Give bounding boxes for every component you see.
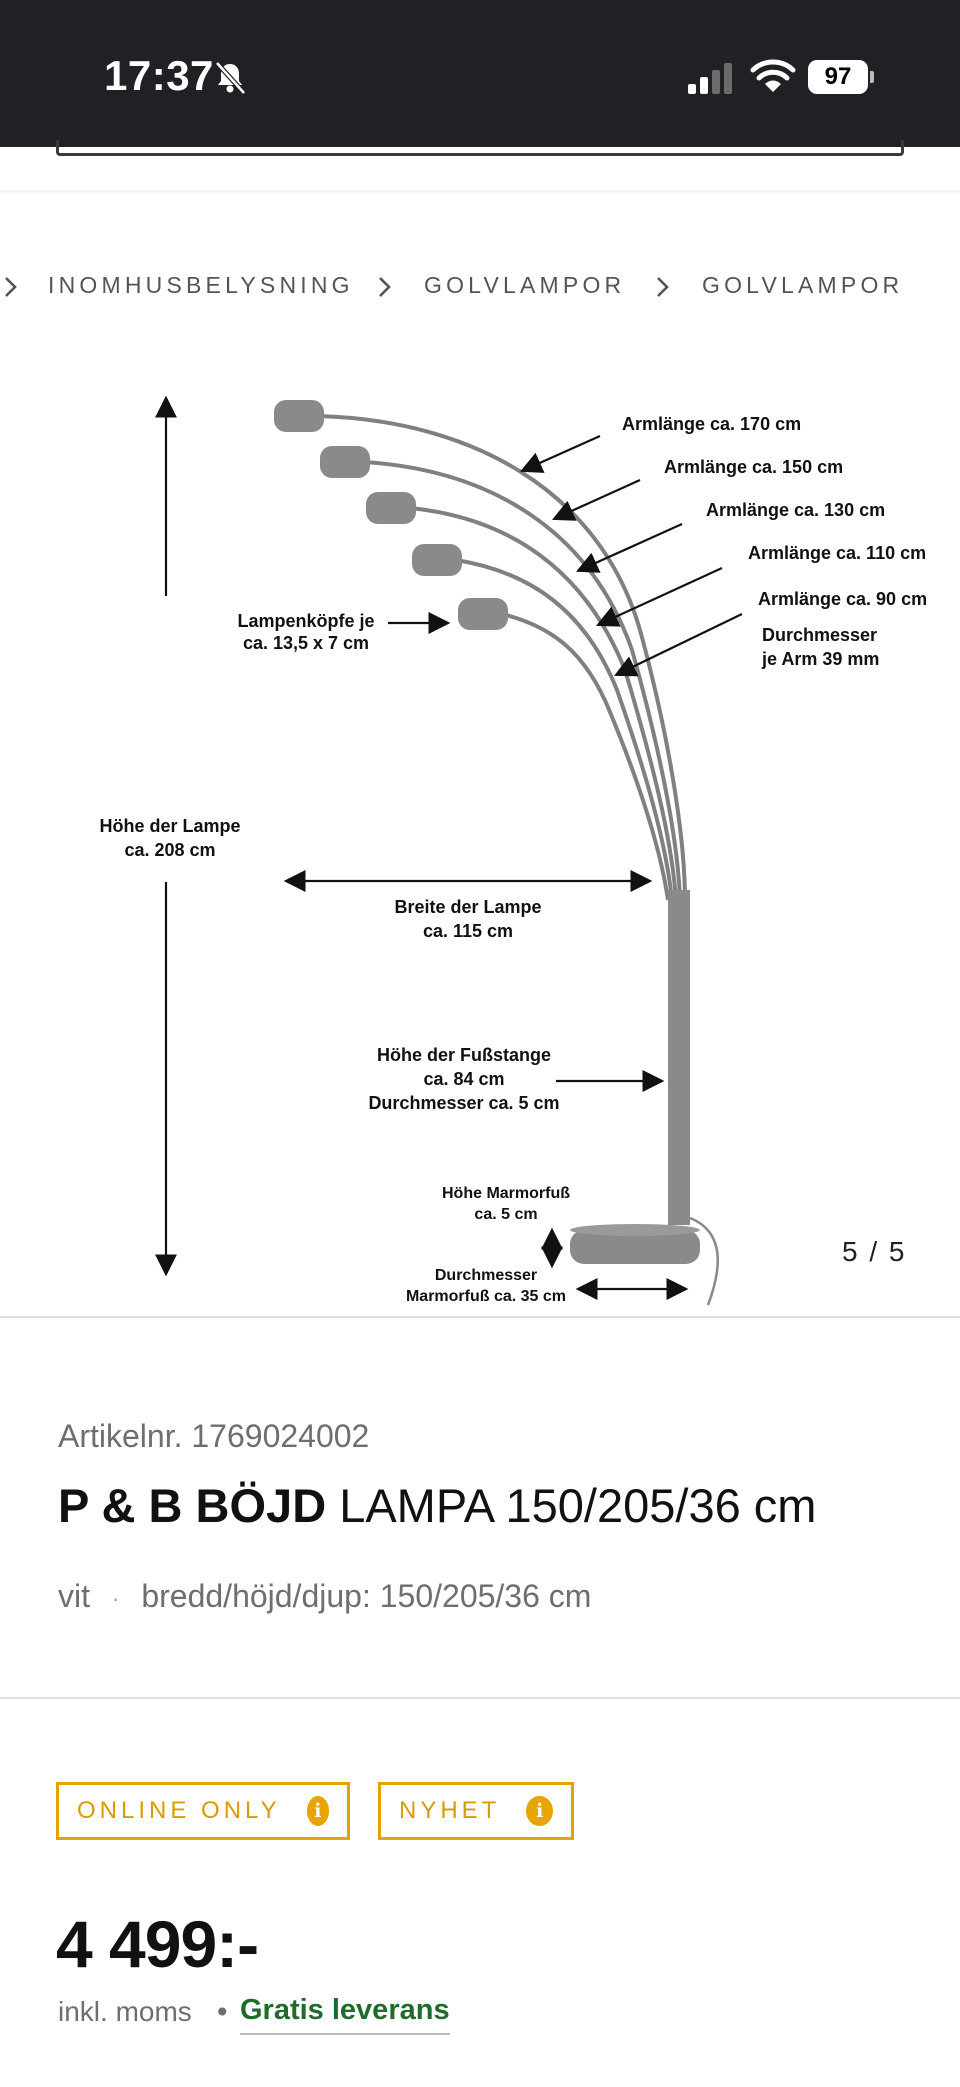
breadcrumb-item-inomhusbelysning[interactable]: INOMHUSBELYSNING <box>48 272 354 298</box>
info-icon[interactable]: i <box>526 1796 553 1826</box>
label-base-height-2: ca. 5 cm <box>474 1206 537 1223</box>
lamp-dimension-drawing: Armlänge ca. 170 cm Armlänge ca. 150 cm … <box>99 395 927 1306</box>
product-name: LAMPA 150/205/36 cm <box>326 1479 817 1532</box>
free-delivery-link[interactable]: Gratis leverans <box>240 1994 450 2035</box>
label-arm-170: Armlänge ca. 170 cm <box>622 414 801 434</box>
bell-muted-icon <box>215 61 246 95</box>
label-diameter-1: Durchmesser <box>762 625 877 645</box>
battery-cap <box>870 71 874 83</box>
status-time: 17:37 <box>104 52 214 99</box>
breadcrumb-item-golvlampor[interactable]: GOLVLAMPOR <box>424 272 626 298</box>
label-height-2: ca. 208 cm <box>124 840 215 860</box>
label-pole-2: ca. 84 cm <box>423 1069 504 1089</box>
label-arm-130: Armlänge ca. 130 cm <box>706 500 885 520</box>
online-only-badge[interactable]: ONLINE ONLY i <box>56 1782 350 1840</box>
article-number: Artikelnr. 1769024002 <box>58 1418 370 1454</box>
label-diameter-2: je Arm 39 mm <box>761 649 879 669</box>
status-bar: 17:37 97 <box>0 0 960 147</box>
product-brand: P & B BÖJD <box>58 1479 327 1532</box>
label-pole-3: Durchmesser ca. 5 cm <box>368 1093 559 1113</box>
label-base-diameter-2: Marmorfuß ca. 35 cm <box>406 1288 566 1305</box>
lamp-pole <box>668 890 690 1225</box>
product-variant: vit · bredd/höjd/djup: 150/205/36 cm <box>58 1578 591 1615</box>
info-icon[interactable]: i <box>306 1796 329 1826</box>
label-heads-2: ca. 13,5 x 7 cm <box>243 633 369 653</box>
battery-level: 97 <box>808 60 868 94</box>
product-image-gallery[interactable]: Armlänge ca. 170 cm Armlänge ca. 150 cm … <box>0 360 960 1315</box>
label-arm-110: Armlänge ca. 110 cm <box>748 543 926 563</box>
label-base-height-1: Höhe Marmorfuß <box>442 1185 570 1202</box>
label-heads-1: Lampenköpfe je <box>237 611 374 631</box>
variant-separator: · <box>112 1585 120 1611</box>
product-price: 4 499:- <box>56 1907 259 1981</box>
label-base-diameter-1: Durchmesser <box>435 1267 537 1284</box>
product-color: vit <box>58 1578 90 1614</box>
label-height-1: Höhe der Lampe <box>99 816 240 836</box>
label-arm-90: Armlänge ca. 90 cm <box>758 589 927 609</box>
price-separator: • <box>214 1996 231 2029</box>
header-shadow <box>0 190 960 196</box>
image-counter: 5 / 5 <box>842 1236 907 1267</box>
product-title: P & B BÖJD LAMPA 150/205/36 cm <box>58 1478 816 1533</box>
breadcrumb: INOMHUSBELYSNING GOLVLAMPOR GOLVLAMPOR <box>0 268 960 308</box>
lamp-base <box>570 1230 700 1264</box>
divider <box>0 1316 960 1318</box>
label-arm-150: Armlänge ca. 150 cm <box>664 457 843 477</box>
lamp-heads <box>274 400 508 630</box>
chevron-right-icon <box>379 277 391 297</box>
new-badge[interactable]: NYHET i <box>378 1782 574 1840</box>
chevron-right-icon <box>657 277 669 297</box>
label-width-1: Breite der Lampe <box>394 897 541 917</box>
chevron-right-icon <box>5 277 17 297</box>
cellular-signal-icon <box>688 63 732 94</box>
breadcrumb-item-golvlampor-current[interactable]: GOLVLAMPOR <box>702 272 904 298</box>
product-dimensions: bredd/höjd/djup: 150/205/36 cm <box>141 1578 592 1614</box>
search-field-edge[interactable] <box>56 140 904 156</box>
wifi-icon <box>750 59 796 92</box>
divider <box>0 1697 960 1699</box>
label-width-2: ca. 115 cm <box>423 921 513 941</box>
online-only-label: ONLINE ONLY <box>77 1797 281 1824</box>
vat-note: inkl. moms <box>58 1996 192 2027</box>
battery-indicator: 97 <box>808 60 874 94</box>
new-label: NYHET <box>399 1797 501 1824</box>
label-pole-1: Höhe der Fußstange <box>377 1045 551 1065</box>
